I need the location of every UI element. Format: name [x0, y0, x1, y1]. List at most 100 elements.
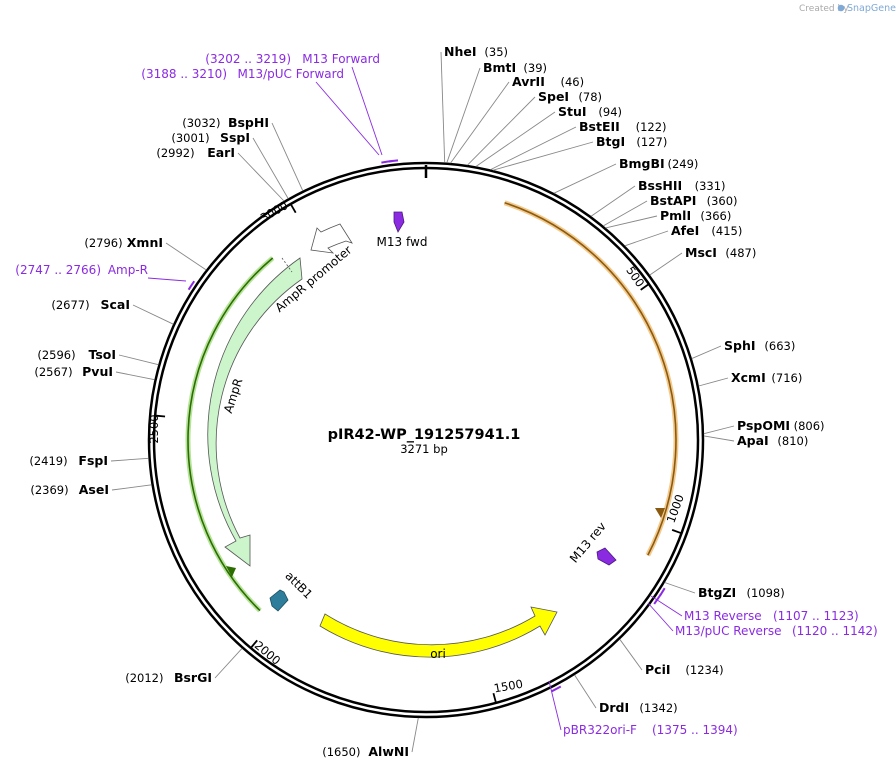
enzyme-name-nhei: NheI	[444, 44, 477, 59]
enzyme-leader-spei	[467, 96, 536, 166]
feature-label-m13-fwd: M13 fwd	[377, 235, 428, 249]
enzyme-name-tsoi: TsoI	[88, 347, 116, 362]
tick-mark-500	[640, 283, 649, 291]
enzyme-leader-bsphi	[271, 122, 304, 191]
enzyme-name-stui: StuI	[558, 104, 587, 119]
primer-leader-pbr322ori-f	[548, 680, 562, 731]
tick-mark-2000	[250, 639, 258, 648]
enzyme-name-bmti: BmtI	[483, 60, 516, 75]
enzyme-pos-bmti: (39)	[523, 61, 547, 75]
enzyme-leader-sspi	[252, 137, 289, 199]
enzyme-pos-bsrgi: (2012)	[125, 671, 163, 685]
enzyme-leader-bmti	[446, 67, 481, 163]
enzyme-name-apai: ApaI	[737, 433, 769, 448]
tick-mark-1500	[492, 692, 497, 703]
enzyme-pos-afei: (415)	[711, 224, 742, 238]
enzyme-pos-asei: (2369)	[30, 483, 68, 497]
enzyme-pos-bsteii: (122)	[636, 120, 667, 134]
m13-fwd-arrow	[393, 211, 405, 233]
enzyme-pos-xmni: (2796)	[84, 236, 122, 250]
primer-range-pbr322ori-f: (1375 .. 1394)	[652, 723, 738, 737]
snapgene-watermark: Created by SnapGene	[799, 3, 896, 14]
enzyme-name-pmli: PmlI	[660, 208, 691, 223]
enzyme-pos-alwni: (1650)	[322, 745, 360, 759]
primer-name-m13-reverse: M13 Reverse	[684, 609, 762, 623]
enzyme-name-afei: AfeI	[671, 223, 699, 238]
enzyme-name-bsteii: BstEII	[579, 119, 620, 134]
orf-green-arrowhead	[226, 566, 236, 577]
enzyme-name-sphi: SphI	[724, 338, 756, 353]
primer-leader-amp-r	[147, 277, 187, 282]
tick-label-2500: 2500	[147, 414, 161, 443]
enzyme-pos-btgi: (127)	[636, 135, 667, 149]
backbone	[147, 161, 705, 719]
enzyme-name-drdi: DrdI	[599, 700, 629, 715]
tick-mark-1000	[671, 529, 681, 534]
enzyme-name-pspomi: PspOMI	[737, 418, 790, 433]
enzyme-name-bstapi: BstAPI	[650, 193, 696, 208]
enzyme-pos-sphi: (663)	[764, 339, 795, 353]
enzyme-pos-eari: (2992)	[156, 146, 194, 160]
orf-green-arc	[187, 257, 274, 612]
enzyme-pos-bsshii: (331)	[695, 179, 726, 193]
enzyme-pos-msci: (487)	[725, 246, 756, 260]
attb1-arrow	[269, 589, 289, 612]
primer-leader-m13-forward	[351, 66, 383, 156]
snapgene-logo-icon	[837, 4, 845, 12]
ampr-cds-divider	[281, 257, 293, 273]
primer-range-m13-reverse: (1107 .. 1123)	[773, 609, 859, 623]
plasmid-center-labels: pIR42-WP_191257941.1 3271 bp	[328, 427, 521, 456]
enzyme-pos-avrii: (46)	[561, 75, 585, 89]
enzyme-pos-btgzi: (1098)	[747, 586, 785, 600]
ori-arrow	[319, 606, 558, 658]
enzyme-pos-apai: (810)	[777, 434, 808, 448]
primer-name-pbr322ori-f: pBR322ori-F	[563, 723, 637, 737]
enzyme-pos-pcii: (1234)	[685, 663, 723, 677]
created-by-text: Created by	[799, 4, 849, 14]
tick-mark-2500	[156, 414, 166, 418]
enzyme-name-spei: SpeI	[538, 89, 569, 104]
enzyme-name-btgzi: BtgZI	[698, 585, 736, 600]
enzyme-name-xmni: XmnI	[127, 235, 163, 250]
enzyme-leader-asei	[111, 484, 152, 491]
enzyme-pos-drdi: (1342)	[639, 701, 677, 715]
enzyme-leader-afei	[624, 230, 669, 247]
orf-orange-arc	[504, 201, 677, 556]
primer-range-amp-r: (2747 .. 2766)	[15, 263, 101, 277]
enzyme-leader-xcmi	[698, 377, 729, 387]
enzyme-name-avrii: AvrII	[512, 74, 545, 89]
enzyme-leader-sphi	[691, 345, 722, 360]
primer-range-m13-puc-forward: (3188 .. 3210)	[141, 67, 227, 81]
enzyme-leader-scai	[132, 304, 174, 325]
primer-leader-m13-reverse	[650, 595, 683, 617]
enzyme-labels: NheI(35)BmtI(39)AvrII(46)SpeI(78)StuI(94…	[29, 44, 824, 759]
primer-marks	[187, 159, 666, 693]
primer-name-amp-r: Amp-R	[108, 263, 148, 277]
enzyme-leader-eari	[237, 152, 285, 202]
enzyme-leader-stui	[475, 111, 556, 167]
enzyme-name-alwni: AlwNI	[368, 744, 409, 759]
enzyme-name-bmgbi: BmgBI	[619, 156, 665, 171]
enzyme-name-pcii: PciI	[645, 662, 671, 677]
enzyme-leader-avrii	[450, 81, 510, 164]
enzyme-name-btgi: BtgI	[596, 134, 625, 149]
enzyme-leader-drdi	[574, 674, 597, 709]
primer-mark-m13-puc-forward	[381, 159, 394, 164]
enzyme-pos-spei: (78)	[578, 90, 602, 104]
ampr-cds-arrow	[207, 257, 303, 567]
enzyme-name-bsshii: BssHII	[638, 178, 682, 193]
enzyme-leader-alwni	[411, 717, 419, 753]
primer-mark-amp-r	[187, 280, 196, 291]
enzyme-pos-xcmi: (716)	[771, 371, 802, 385]
tick-label-1500: 1500	[493, 677, 524, 696]
primer-name-m13-forward: M13 Forward	[302, 52, 380, 66]
enzyme-pos-pmli: (366)	[700, 209, 731, 223]
primer-name-m13-puc-forward: M13/pUC Forward	[237, 67, 344, 81]
enzyme-name-eari: EarI	[207, 145, 235, 160]
enzyme-pos-tsoi: (2596)	[37, 348, 75, 362]
enzyme-name-xcmi: XcmI	[731, 370, 766, 385]
primer-range-m13-forward: (3202 .. 3219)	[205, 52, 291, 66]
primer-mark-m13-puc-reverse	[653, 593, 662, 605]
enzyme-leader-bsteii	[490, 126, 577, 171]
enzyme-leaders	[110, 51, 735, 753]
